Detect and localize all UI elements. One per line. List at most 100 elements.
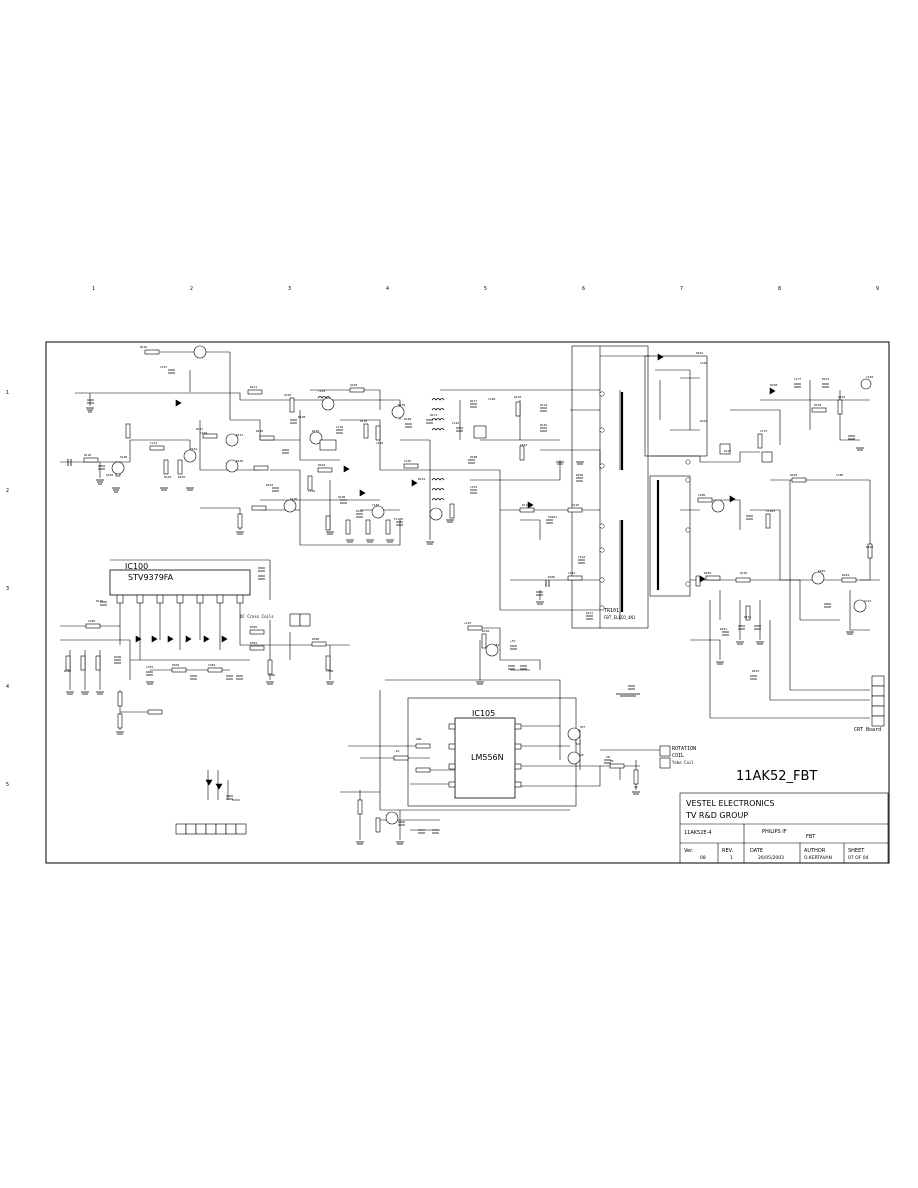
row-marker-1: 1: [6, 390, 10, 396]
tb-project-code: 11AK52E-4: [684, 830, 712, 836]
part-label: R228: [770, 383, 777, 387]
part-label: C169: [700, 361, 707, 365]
ic105-part: LM556N: [471, 753, 504, 762]
tb-rev-label: REV.: [722, 848, 733, 854]
part-label: IC105: [766, 509, 775, 513]
part-label: Q103: [284, 393, 291, 397]
part-label: R253: [752, 669, 759, 673]
part-label: D130: [814, 403, 821, 407]
part-label: TR101: [548, 515, 557, 519]
part-label: R305: [250, 625, 257, 629]
part-label: R251: [720, 627, 727, 631]
part-label: Q110: [514, 395, 521, 399]
part-label: C301: [146, 665, 153, 669]
part-label: C308: [326, 669, 333, 673]
sheet-border: [45, 341, 890, 864]
column-marker-3: 3: [288, 286, 292, 292]
part-label: -6V: [394, 749, 400, 753]
part-label: +12V: [464, 621, 471, 625]
tb-project-name: PHILIPS IF: [762, 829, 787, 835]
tb-company: VESTEL ELECTRONICS: [686, 799, 774, 808]
part-label: Q130: [740, 571, 747, 575]
part-label: D104: [356, 509, 363, 513]
part-label: R231: [822, 377, 829, 381]
row-marker-2: 2: [6, 488, 10, 494]
part-label: HS: [610, 759, 614, 763]
part-label: R118: [256, 429, 263, 433]
column-marker-5: 5: [484, 286, 488, 292]
sheet-title: 11AK52_FBT: [736, 769, 817, 784]
fbt-core: [620, 392, 660, 612]
part-label: R102: [164, 475, 171, 479]
tb-sheet-label: SHEET: [848, 848, 865, 854]
column-marker-7: 7: [680, 286, 684, 292]
tb-sheet-value: 07 OF 04: [848, 855, 869, 861]
part-label: R205: [548, 575, 555, 579]
part-label: GND: [416, 737, 422, 741]
ic105: IC105 LM556N: [448, 709, 522, 799]
column-marker-8: 8: [778, 286, 782, 292]
part-label: R240: [866, 545, 873, 549]
tb-date-value: 26/05/2003: [758, 855, 784, 861]
part-label: D135: [96, 599, 103, 603]
crt-connector: [871, 675, 885, 727]
part-label: C107: [160, 365, 167, 369]
part-label: Q121: [586, 611, 593, 615]
inductors: [317, 396, 445, 501]
part-label: VP: [580, 753, 584, 757]
part-label: R126: [140, 345, 147, 349]
part-label: D119: [522, 503, 529, 507]
title-block: [679, 792, 889, 864]
part-label: R109: [236, 459, 243, 463]
capacitors: [67, 369, 863, 834]
part-label: C191: [864, 599, 871, 603]
part-label: R152: [266, 483, 273, 487]
tr101-part: FBT_ELECO_4N1: [604, 615, 636, 620]
tb-ver-value: 08: [700, 855, 706, 861]
row-marker-3: 3: [6, 586, 10, 592]
tb-rev-value: 1: [730, 855, 733, 861]
part-label: D301: [250, 641, 257, 645]
part-label: C148: [488, 397, 495, 401]
part-label: C186: [836, 473, 843, 477]
part-label: R105: [178, 475, 185, 479]
part-label: R300: [114, 655, 121, 659]
part-label: Q125: [838, 395, 845, 399]
part-label: R177: [470, 399, 477, 403]
part-label: Q108: [338, 495, 345, 499]
column-marker-2: 2: [190, 286, 194, 292]
part-label: D120: [290, 497, 297, 501]
part-label: C104: [200, 431, 207, 435]
part-label: R138: [298, 415, 305, 419]
part-label: C163: [578, 555, 585, 559]
part-label: C161: [568, 571, 575, 575]
row-marker-4: 4: [6, 684, 10, 690]
part-label: C130: [336, 425, 343, 429]
part-label: R308: [312, 637, 319, 641]
part-label: C155: [470, 485, 477, 489]
part-label: VN: [606, 755, 610, 759]
part-label: D112: [540, 403, 547, 407]
resistors: [65, 349, 873, 833]
part-label: R110: [84, 453, 91, 457]
ic100-part: STV9379FA: [128, 573, 174, 582]
part-label: R220: [576, 473, 583, 477]
part-label: FL100: [394, 517, 403, 521]
part-label: HVT: [580, 725, 586, 729]
tb-ver-label: Ver.: [684, 848, 694, 854]
part-label: C126: [404, 459, 411, 463]
ground-symbols: [66, 407, 864, 845]
part-label: R181: [540, 423, 547, 427]
column-marker-6: 6: [582, 286, 586, 292]
part-label: +8V: [494, 643, 500, 647]
part-label: R222: [696, 351, 703, 355]
tb-group: TV R&D GROUP: [685, 811, 748, 820]
part-label: Q105: [350, 383, 357, 387]
part-label: C205: [88, 619, 95, 623]
part-label: Q102: [106, 473, 113, 477]
misc-boxes: [289, 425, 773, 769]
yoke-label: Yoke Coil: [672, 760, 694, 765]
part-label: D127: [724, 449, 731, 453]
tb-author-label: AUTHOR: [804, 848, 826, 854]
